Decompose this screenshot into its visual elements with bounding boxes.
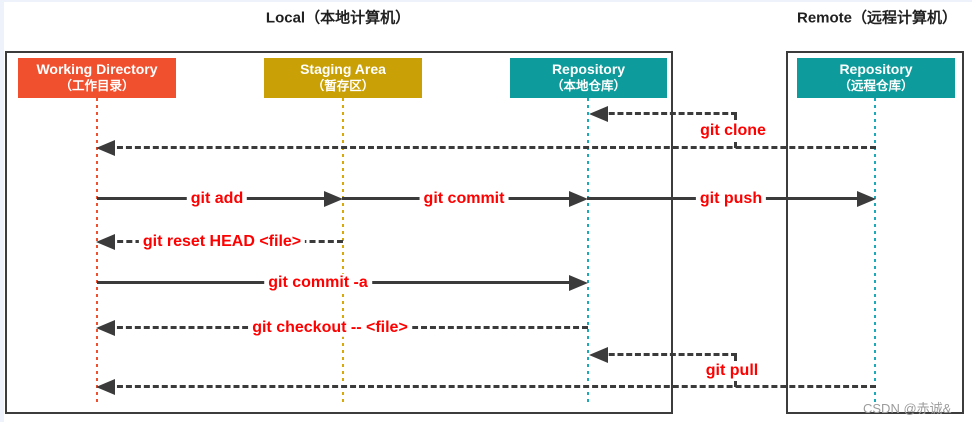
- arrowhead-right-icon: [324, 191, 343, 207]
- git-pull-arrow-line-long: [108, 385, 876, 388]
- git-commit-label: git commit: [419, 189, 509, 209]
- remote-computer-box: [786, 51, 964, 414]
- arrowhead-left-icon: [96, 140, 115, 156]
- node-title: Staging Area: [300, 61, 386, 78]
- local-computer-box: [5, 51, 673, 414]
- git-pull-label: git pull: [701, 361, 763, 381]
- local-repository-lifeline: [587, 98, 589, 406]
- arrowhead-left-icon: [96, 320, 115, 336]
- arrowhead-left-icon: [589, 347, 608, 363]
- node-title: Working Directory: [36, 61, 158, 78]
- git-clone-label: git clone: [696, 121, 770, 141]
- git-add-label: git add: [186, 189, 248, 209]
- git-commit-a-label: git commit -a: [264, 273, 372, 293]
- node-title: Repository: [839, 61, 913, 78]
- node-title: Repository: [551, 61, 626, 78]
- arrowhead-left-icon: [96, 379, 115, 395]
- node-subtitle: （本地仓库）: [550, 78, 626, 93]
- arrowhead-left-icon: [589, 106, 608, 122]
- watermark: CSDN @赤诚&: [863, 401, 952, 416]
- working-directory-node: Working Directory （工作目录）: [18, 58, 176, 98]
- remote-title: Remote（远程计算机）: [796, 9, 958, 27]
- working-directory-lifeline: [96, 98, 98, 406]
- node-subtitle: （工作目录）: [59, 78, 135, 93]
- git-checkout-label: git checkout -- <file>: [248, 318, 412, 338]
- staging-area-lifeline: [342, 98, 344, 406]
- local-title: Local（本地计算机）: [265, 9, 411, 27]
- arrowhead-right-icon: [857, 191, 876, 207]
- git-pull-arrow-line-top: [600, 353, 737, 356]
- staging-area-node: Staging Area （暂存区）: [264, 58, 422, 98]
- git-push-label: git push: [695, 189, 767, 209]
- node-subtitle: （暂存区）: [311, 78, 375, 93]
- node-subtitle: （远程仓库）: [838, 78, 914, 93]
- git-clone-arrow-line-top: [600, 112, 737, 115]
- remote-repository-node: Repository （远程仓库）: [797, 58, 955, 98]
- local-repository-node: Repository （本地仓库）: [510, 58, 667, 98]
- remote-repository-lifeline: [874, 98, 876, 406]
- arrowhead-right-icon: [569, 191, 588, 207]
- git-reset-label: git reset HEAD <file>: [138, 232, 306, 252]
- arrowhead-right-icon: [569, 275, 588, 291]
- arrowhead-left-icon: [96, 234, 115, 250]
- git-clone-arrow-line-long: [108, 146, 876, 149]
